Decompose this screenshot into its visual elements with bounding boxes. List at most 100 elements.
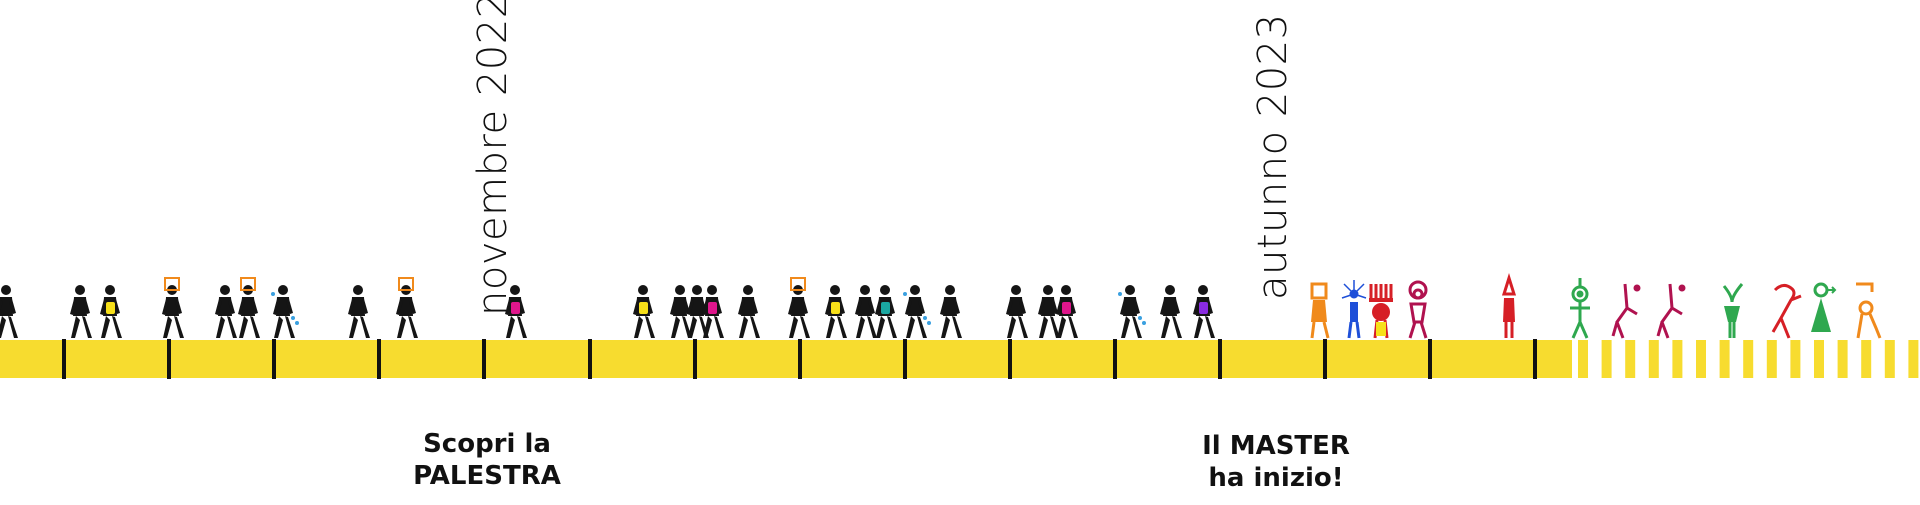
walking-person-icon [875,285,897,338]
milestone-date-label-2: autunno 2023 [1250,13,1296,300]
walking-person-icon [788,277,810,338]
milestone-event-1: Scopri la PALESTRA [347,428,627,492]
walking-person-icon [903,285,931,338]
walking-person-icon [738,285,760,338]
frame-icon [790,277,806,291]
character-figure-icon [1811,282,1837,332]
walking-person-icon [0,285,18,338]
timeline-dash-segment [1790,340,1801,378]
character-figure-icon [1656,283,1686,339]
dot-icon [295,321,299,325]
dot-icon [271,292,275,296]
timeline-dash-segment [1861,340,1872,378]
walking-person-icon [825,285,847,338]
character-figure-icon [1408,280,1428,339]
dot-icon [1118,292,1122,296]
walking-person-icon [1193,285,1215,338]
character-figure-icon [1310,282,1330,339]
character-legs-icon [1376,322,1386,336]
timeline-tick [903,339,907,379]
accent-bag-icon [511,302,520,314]
dot-icon [923,316,927,320]
timeline-dash-segment [1648,340,1659,378]
walking-person-icon [238,277,260,338]
walking-person-icon [348,285,370,338]
milestone-event-2-line-2: ha inizio! [1208,463,1344,493]
accent-bag-icon [881,302,890,314]
character-figure-icon [1611,283,1641,339]
timeline-bar [0,340,1572,378]
frame-icon [164,277,180,291]
walking-person-icon [396,277,418,338]
timeline-dash-segment [1696,340,1706,378]
timeline-tick [693,339,697,379]
timeline-dash-segment [1743,340,1754,378]
timeline-tick [1218,339,1222,379]
milestone-event-1-line-2: PALESTRA [413,461,561,491]
timeline-dash-segment [1837,340,1848,378]
character-figure-icon [1856,282,1882,339]
timeline-dash-segment [1884,340,1895,378]
timeline-tick [798,339,802,379]
timeline-dash-segment [1814,340,1824,378]
character-figure-icon [1771,283,1802,339]
timeline-tick [482,339,486,379]
timeline-tick [588,339,592,379]
timeline-dash-segment [1578,340,1588,378]
accent-bag-icon [1199,302,1208,314]
accent-bag-icon [1062,302,1071,314]
timeline-dash-segment [1719,340,1730,378]
milestone-event-1-line-1: Scopri la [423,429,551,459]
milestone-event-2-line-1: Il MASTER [1202,431,1350,461]
timeline-dash-segment [1766,340,1777,378]
timeline-dash-segment [1672,340,1683,378]
character-figure-icon [1722,283,1744,338]
dot-icon [1142,321,1146,325]
walking-person-icon [70,285,92,338]
walking-person-icon [1006,285,1028,338]
walking-person-icon [162,277,184,338]
character-figure-icon [1501,272,1517,338]
timeline-tick [377,339,381,379]
dot-icon [1138,316,1142,320]
walking-person-icon [215,285,237,338]
character-figure-icon [1341,280,1367,339]
walking-person-icon [855,285,877,338]
dot-icon [291,316,295,320]
accent-bag-icon [831,302,840,314]
walking-person-icon [633,285,655,338]
timeline-tick [167,339,171,379]
milestone-event-2: Il MASTER ha inizio! [1136,430,1416,494]
walking-person-icon [1038,285,1060,338]
timeline-dash-segment [1625,340,1636,378]
accent-bag-icon [639,302,648,314]
timeline-tick [1428,339,1432,379]
walking-person-icon [670,285,692,338]
frame-icon [398,277,414,291]
walking-person-icon [271,285,299,338]
timeline-tick [1533,339,1537,379]
walking-person-icon [1056,285,1078,338]
dot-icon [927,321,931,325]
milestone-date-label-1: novembre 2022 [470,0,516,316]
dot-icon [903,292,907,296]
timeline-dash-segment [1601,340,1612,378]
timeline-dash-segment [1908,340,1919,378]
walking-person-icon [1118,285,1146,338]
walking-person-icon [100,285,122,338]
timeline-tick [62,339,66,379]
accent-bag-icon [708,302,717,314]
timeline-tick [1323,339,1327,379]
timeline-tick [1008,339,1012,379]
timeline-tick [272,339,276,379]
walking-person-icon [1160,285,1182,338]
walking-person-icon [940,285,962,338]
walking-person-icon [505,285,527,338]
character-figure-icon [1570,278,1590,339]
timeline-tick [1113,339,1117,379]
accent-bag-icon [106,302,115,314]
frame-icon [240,277,256,291]
walking-person-icon [702,285,724,338]
